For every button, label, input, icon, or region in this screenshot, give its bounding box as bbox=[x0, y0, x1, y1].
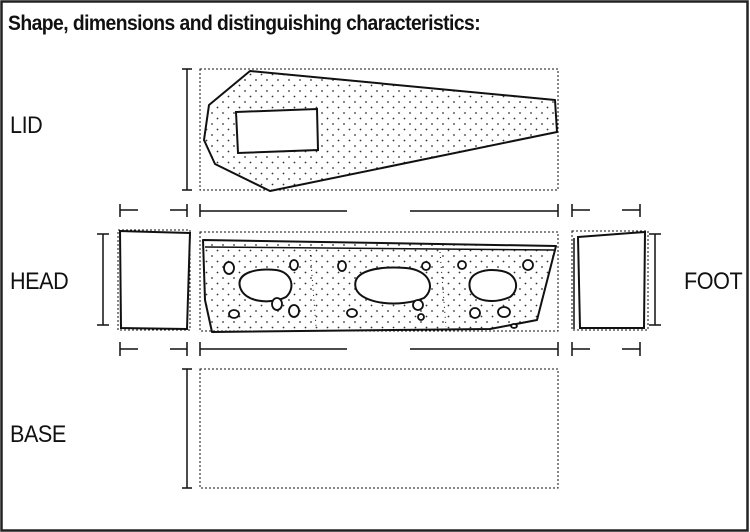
head-end-panel bbox=[97, 204, 192, 356]
base-label: BASE bbox=[10, 421, 66, 448]
base-panel bbox=[182, 368, 559, 489]
lid-dotted-frame bbox=[199, 68, 559, 191]
form-heading: Shape, dimensions and distinguishing cha… bbox=[8, 12, 481, 35]
lid-outline-sketch bbox=[203, 70, 558, 192]
foot-end-panel bbox=[571, 204, 661, 356]
lid-panel bbox=[182, 68, 559, 192]
foot-end-sketch bbox=[576, 230, 647, 329]
side-opening-1 bbox=[238, 268, 293, 303]
head-label: HEAD bbox=[10, 268, 69, 295]
base-dotted-frame bbox=[199, 368, 559, 489]
side-opening-2 bbox=[354, 266, 431, 305]
side-opening-3 bbox=[468, 269, 518, 302]
head-end-sketch bbox=[118, 229, 192, 331]
lid-panel-rectangle bbox=[234, 107, 320, 155]
side-holes bbox=[223, 259, 534, 329]
foot-label: FOOT bbox=[684, 268, 743, 295]
side-panel bbox=[199, 204, 559, 356]
lid-label: LID bbox=[10, 112, 43, 139]
